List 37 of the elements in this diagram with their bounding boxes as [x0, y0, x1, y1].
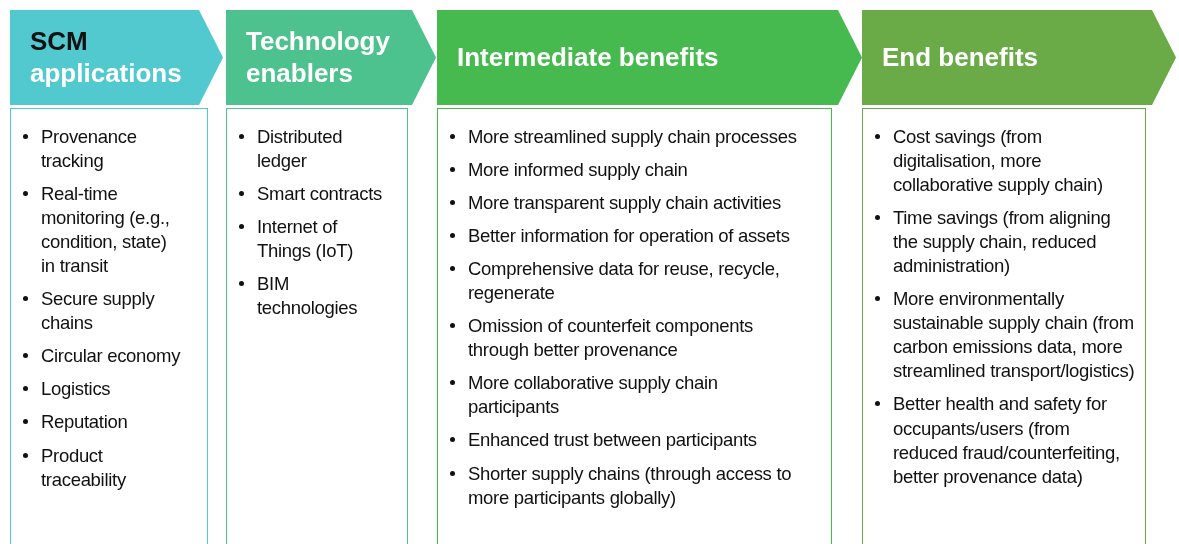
list-item: Provenance tracking — [41, 125, 138, 174]
list-item: More transparent supply chain activities — [468, 191, 781, 216]
list-item: Time savings (from aligning the supply chain, reduced administration) — [893, 206, 1112, 279]
header-text: End benefits — [882, 41, 1039, 74]
list-item: Product traceability — [41, 443, 127, 492]
bullet-list-panel — [437, 108, 832, 544]
bullet-list-panel — [10, 108, 208, 544]
list-item: Comprehensive data for reuse, recycle, regenerate — [468, 257, 781, 306]
list-item: Distributed ledger — [257, 125, 344, 174]
list-item: Better health and safety for occupants/users (from reduced fraud/counterfeiting, better provenance data) — [893, 392, 1121, 489]
list-item: Cost savings (from digitalisation, more collaborative supply chain) — [893, 125, 1104, 198]
list-item: More collaborative supply chain participants — [468, 371, 719, 420]
header-text: applications — [30, 57, 183, 89]
bullet-list-panel — [226, 108, 408, 544]
header-text: Intermediate benefits — [457, 41, 720, 74]
header-text: SCM — [30, 26, 89, 58]
list-item: Omission of counterfeit components through better provenance — [468, 314, 754, 363]
list-item: More streamlined supply chain processes — [468, 125, 797, 149]
list-item: Circular economy — [41, 344, 181, 369]
chevron-header — [226, 10, 436, 105]
list-item: Secure supply chains — [41, 287, 156, 336]
list-item: Reputation — [41, 410, 128, 435]
list-item: More informed supply chain — [468, 158, 688, 183]
list-item: Better information for operation of assets — [468, 224, 790, 249]
list-item: More environmentally sustainable supply chain (from carbon emissions data, more streamlined transport/logistics) — [893, 287, 1136, 384]
list-item: Enhanced trust between participants — [468, 428, 757, 453]
list-item: Logistics — [41, 377, 111, 402]
header-text: Technology enablers — [246, 26, 391, 89]
list-item: Smart contracts — [257, 182, 383, 207]
list-item: Shorter supply chains (through access to more participants globally) — [468, 461, 793, 510]
chevron-header — [437, 10, 862, 105]
chevron-header — [10, 10, 223, 105]
list-item: BIM technologies — [257, 272, 359, 321]
chevron-header — [862, 10, 1176, 105]
list-item: Real-time monitoring (e.g., condition, state) in transit — [41, 182, 171, 279]
list-item: Internet of Things (IoT) — [257, 215, 355, 264]
bullet-list-panel — [862, 108, 1146, 544]
